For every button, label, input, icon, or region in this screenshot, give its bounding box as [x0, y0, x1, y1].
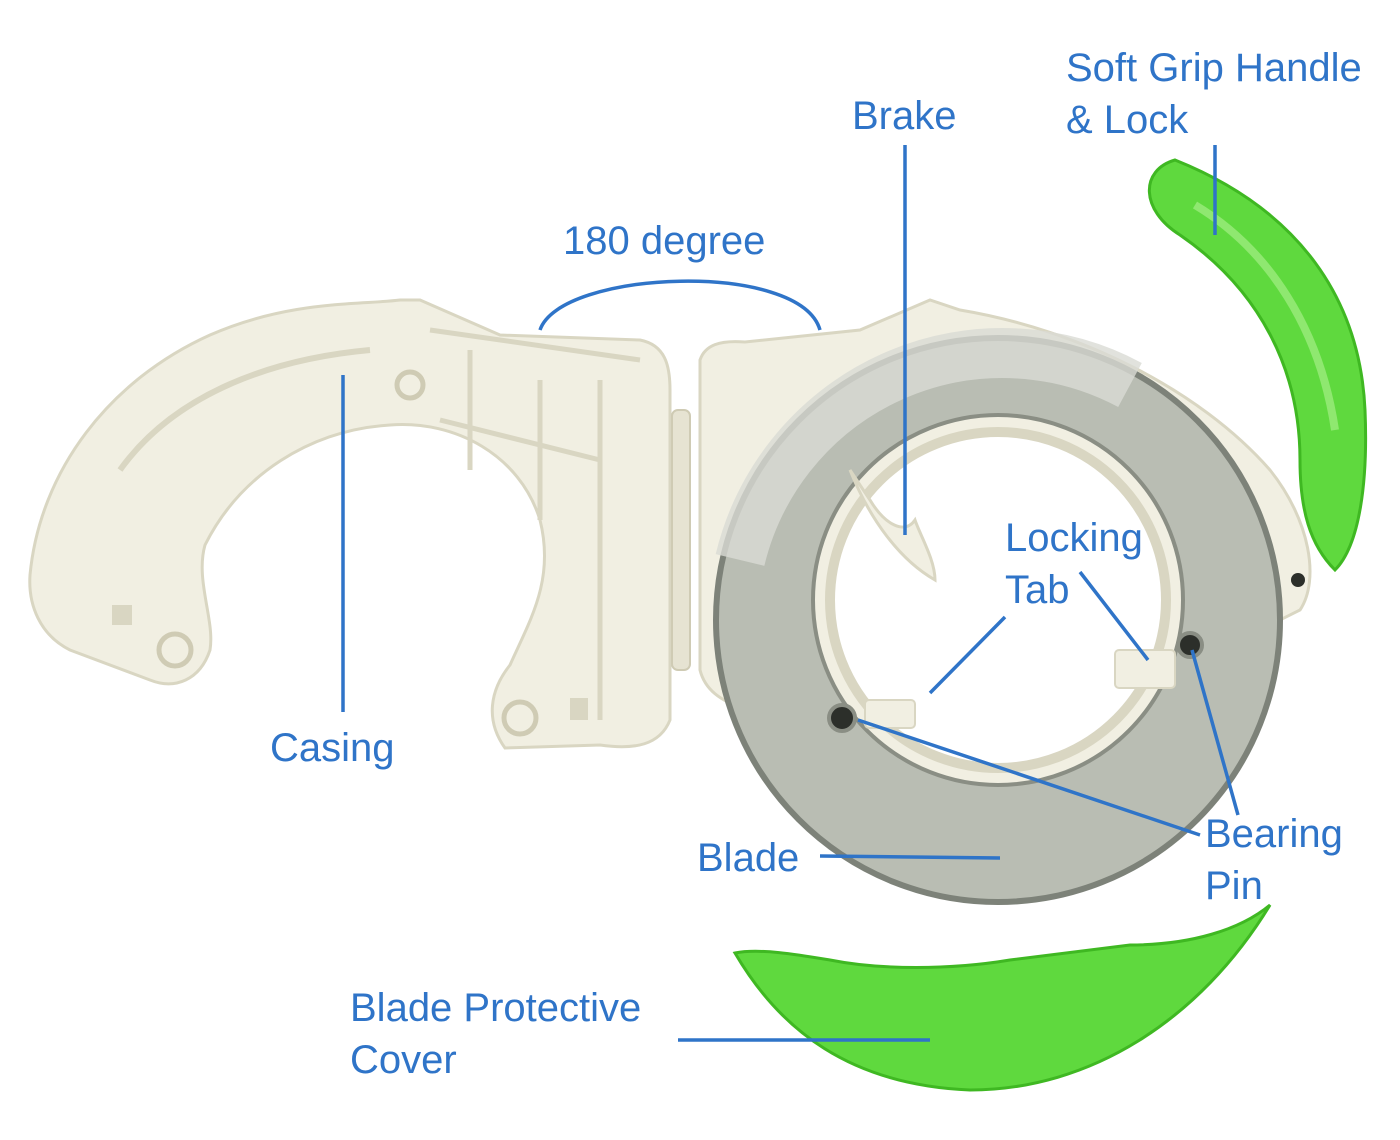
label-protective-cover: Blade Protective Cover: [350, 986, 642, 1082]
bearing-pin-icon: [827, 703, 857, 733]
bearing-pin-icon: [1176, 631, 1204, 659]
blade: [713, 328, 1283, 905]
left-casing: [28, 298, 672, 750]
locking-tab-right: [1114, 649, 1176, 689]
label-soft-grip: Soft Grip Handle & Lock: [1066, 46, 1362, 142]
soft-grip-handle: [1147, 158, 1368, 587]
leader-lines: [341, 145, 1240, 1042]
label-blade: Blade: [697, 836, 800, 880]
label-brake: Brake: [852, 94, 957, 138]
blade-protective-cover: [732, 903, 1272, 1092]
label-bearing-pin: Bearing Pin: [1205, 812, 1343, 908]
label-locking-tab: Locking Tab: [1005, 516, 1143, 612]
locking-tab-left: [864, 699, 916, 729]
label-casing: Casing: [270, 726, 395, 770]
brake: [848, 469, 937, 583]
label-angle: 180 degree: [563, 219, 766, 263]
hinge-icon: [671, 409, 691, 671]
